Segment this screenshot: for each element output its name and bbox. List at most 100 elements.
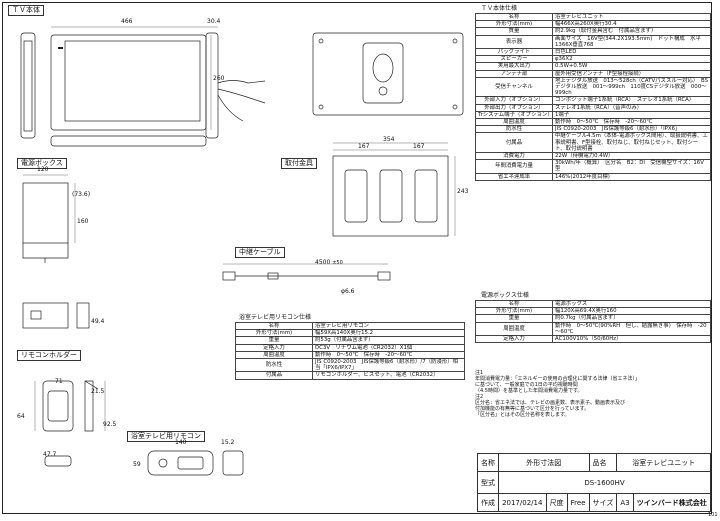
dim-remote-height: 59	[133, 461, 141, 468]
dim-pb-height: 160	[77, 218, 89, 225]
page-id: 101	[708, 512, 718, 518]
tb-size-label: サイズ	[588, 493, 618, 512]
tv-spec-row: 付属品中継ケーブル4.5m（本体-電源ボックス間用）、取扱説明書、工事説明書、F…	[475, 132, 711, 154]
relay-cable-drawing	[222, 263, 391, 281]
section-label-power-box: 電源ボックス	[17, 158, 67, 169]
dim-remote-width: 140	[175, 439, 187, 446]
spec-value: 1端子	[552, 110, 711, 120]
spec-key: 重量	[475, 314, 553, 323]
spec-key: 外部入力（オプション）	[475, 96, 553, 105]
spec-key: 受信チャンネル	[475, 76, 553, 98]
dim-mount-left: 167	[358, 143, 370, 150]
spec-value: φ36X2	[552, 55, 711, 64]
tv-body-drawings	[20, 26, 266, 147]
spec-value: JIS C0920-2003 JIS保護等級6（耐水形）「IPX6」	[552, 125, 711, 134]
tv-rear-view	[312, 32, 464, 116]
spec-value: 地上デジタル放送 013～528ch（CATVパススルー対応） BSデジタル放送…	[552, 76, 711, 98]
spec-key: 付属品	[475, 132, 553, 154]
spec-value: 22W（待機電力0.4W）	[552, 152, 711, 161]
spec-value: 白色LED	[552, 48, 711, 57]
tb-product-value: 浴室テレビユニット	[616, 453, 711, 472]
rm-spec-row: 重量約53g（付属品含まず）	[235, 336, 465, 345]
spec-key: 名称	[475, 299, 553, 309]
cable-tolerance: ±50	[332, 260, 343, 266]
section-label-relay-cable: 中継ケーブル	[235, 247, 285, 258]
note-line: に基づいて、一般家庭での1日の平均視聴時間	[475, 382, 578, 388]
pb-spec-row: 重量約0.7kg（付属品含まず）	[475, 314, 711, 323]
dim-mount-width: 354	[383, 136, 395, 143]
tb-model-label: 型式	[476, 471, 500, 494]
rm-spec-row: 付属品リモコンホルダー、ビスセット、電池（CR2032）	[235, 371, 465, 380]
spec-key: 周囲温度	[475, 321, 553, 337]
spec-value: 動作時 0～50℃ 保存時 -20～60℃	[552, 118, 711, 127]
dim-tv-width: 466	[121, 18, 133, 25]
dim-pb-depth: (73.6)	[72, 191, 91, 198]
section-label-mounting: 取付金具	[281, 158, 317, 169]
spec-key: スピーカー	[475, 55, 553, 64]
spec-key: 消費電力	[475, 152, 553, 161]
remote-drawing	[147, 450, 244, 476]
dim-holder-height2: 92.5	[103, 421, 117, 428]
dim-mount-height: 243	[457, 188, 469, 195]
dim-tv-height: 260	[213, 75, 225, 82]
spec-key: 外形寸法(mm)	[235, 329, 313, 338]
tv-spec-row: 外形寸法(mm)幅466X高260X奥行30.4	[475, 20, 711, 29]
tv-spec-row: 表示器画面サイズ 16V型(344.2X193.5mm) ドット構成 水平136…	[475, 34, 711, 50]
spec-key: 重量	[235, 336, 313, 345]
dim-holder-height: 64	[17, 413, 25, 420]
spec-key: 質量	[475, 27, 553, 36]
spec-value: 0.5W+0.5W	[552, 62, 711, 71]
spec-key: 表示器	[475, 34, 553, 50]
spec-key: 周囲温度	[475, 118, 553, 127]
spec-key: 名称	[475, 12, 553, 22]
spec-value: 中継ケーブル4.5m（本体-電源ボックス間用）、取扱説明書、工事説明書、F型接栓…	[552, 132, 711, 154]
dim-pb-width: 120	[37, 166, 49, 173]
section-label-remote: 浴室テレビ用リモコン	[127, 431, 205, 442]
pb-spec-row: 名称電源ボックス	[475, 299, 711, 309]
spec-value: 動作時 0～50℃ 保存時 -20～60℃	[312, 350, 465, 360]
spec-value: 電源ボックス	[552, 299, 711, 309]
spec-value: 画面サイズ 16V型(344.2X193.5mm) ドット構成 水平1366X垂…	[552, 34, 711, 50]
tb-made-label: 作成	[476, 493, 500, 512]
note-line: 年間消費電力量：「エネルギーの使用の合理化に関する法律（省エネ法）」	[475, 376, 641, 382]
tb-scale-label: 尺度	[545, 493, 568, 512]
tv-spec-row: アンテナ部屋外用受信アンテナ（F型接栓接続）	[475, 69, 711, 78]
spec-key: アンテナ部	[475, 69, 553, 78]
dim-tv-depth: 30.4	[207, 18, 221, 25]
tb-date: 2017/02/14	[498, 493, 547, 512]
spec-value: ステレオ1系統（RCA）（音声のみ）	[552, 103, 711, 112]
tv-spec-row: 名称浴室テレビユニット	[475, 12, 711, 22]
spec-value: 幅120X高69.4X奥行160	[552, 307, 711, 316]
spec-value: 146%(2012年度目標)	[552, 172, 711, 181]
spec-value: DC3V リチウム電池（CR2032）X1個	[312, 343, 465, 352]
dim-mount-right: 167	[413, 143, 425, 150]
spec-key: 外部出力（オプション）	[475, 103, 553, 112]
spec-key: 周囲温度	[235, 350, 313, 360]
tb-name-value: 外形寸法図	[498, 453, 590, 472]
note-line: （4.5時間）を基準とした年間消費電力量です。	[475, 388, 583, 394]
rm-spec-row: 周囲温度動作時 0～50℃ 保存時 -20～60℃	[235, 350, 465, 360]
tb-scale-value: Free	[566, 493, 590, 512]
dim-holder-bottom: 47.7	[43, 451, 57, 458]
spec-value: 約2.9kg（取付金具含む 付属品含まず）	[552, 27, 711, 36]
remote-holder-drawing	[34, 380, 106, 467]
spec-key: 省エネ達成率	[475, 172, 553, 181]
spec-key: 定格入力	[475, 335, 553, 344]
spec-value: 浴室テレビユニット	[552, 12, 711, 22]
spec-value: 30kWh/年（概算） 区分名 B2：DI 受信機型サイズ：16V型	[552, 159, 711, 174]
rm-spec-row: 名称浴室テレビ用リモコン	[235, 321, 465, 331]
mounting-bracket-drawing	[332, 142, 456, 237]
spec-value: 約53g（付属品含まず）	[312, 336, 465, 345]
section-label-remote-holder: リモコンホルダー	[17, 350, 81, 361]
spec-value: AC100V10%（50/60Hz）	[552, 335, 711, 344]
spec-value: 浴室テレビ用リモコン	[312, 321, 465, 331]
tb-model-value: DS-1600HV	[498, 471, 711, 494]
